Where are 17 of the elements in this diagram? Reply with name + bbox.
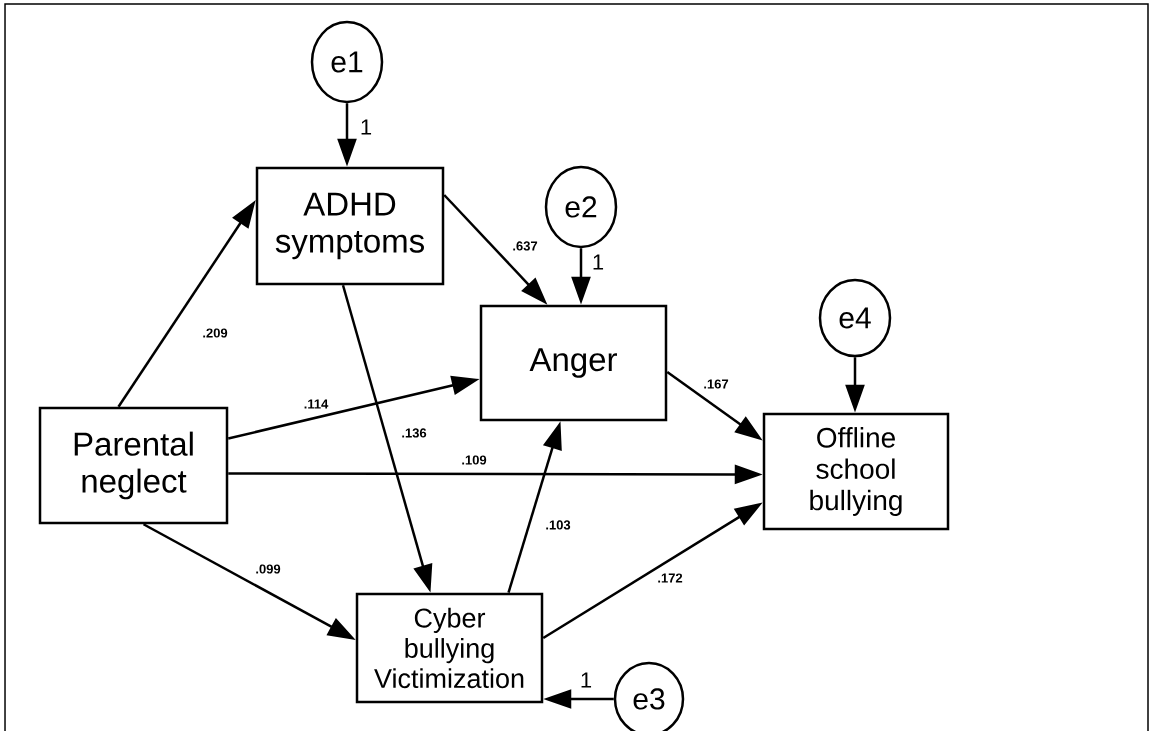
variable-box: Offline school bullying xyxy=(762,412,950,531)
edge-label: .172 xyxy=(656,572,684,584)
edge-label: .114 xyxy=(302,398,330,410)
edge-label: .109 xyxy=(460,454,488,466)
edge-label: 1 xyxy=(590,253,606,271)
variable-box: ADHD symptoms xyxy=(255,166,445,286)
edge-label: .099 xyxy=(254,563,282,575)
edge-label: 1 xyxy=(578,671,594,689)
variable-box: Parental neglect xyxy=(38,406,229,525)
edge-label: .103 xyxy=(544,519,572,531)
edge-label: .637 xyxy=(511,240,539,252)
variable-box: Anger xyxy=(479,304,668,422)
edge-label: .167 xyxy=(702,378,730,390)
edge-label: .209 xyxy=(201,327,229,339)
variable-box: Cyber bullying Victimization xyxy=(355,592,544,704)
edge-label: 1 xyxy=(358,118,374,136)
edge-label: .136 xyxy=(400,427,428,439)
